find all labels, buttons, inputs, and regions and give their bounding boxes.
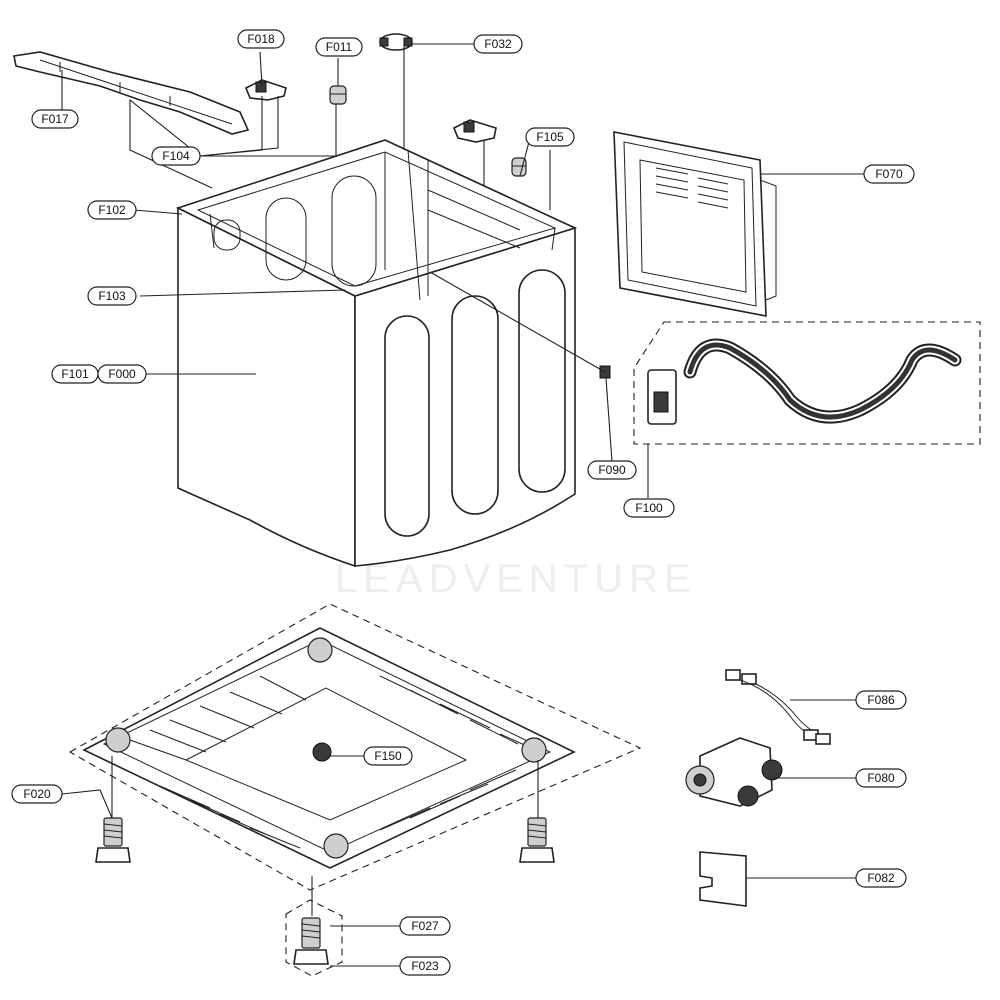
label-F070: F070 [863, 164, 915, 184]
label-text: F023 [411, 959, 439, 973]
label-F017: F017 [31, 109, 79, 129]
leveling-foot-right [519, 817, 555, 863]
hinge-part-rear [452, 119, 497, 143]
base-frame-part [68, 603, 642, 891]
label-text: F086 [867, 693, 895, 707]
bracket-plate-part [699, 851, 747, 907]
wire-harness-part [725, 669, 831, 745]
label-text: F104 [162, 149, 190, 163]
label-F080: F080 [855, 768, 907, 788]
leader-lines [61, 43, 864, 967]
watermark-text: LEADVENTURE [335, 557, 697, 601]
label-text: F032 [484, 37, 512, 51]
bumper-part-rear [511, 157, 527, 177]
label-F011: F011 [315, 37, 363, 57]
label-text: F018 [247, 32, 275, 46]
hinge-part [244, 79, 287, 101]
label-F101: F101 [51, 364, 99, 384]
bumper-part [329, 85, 347, 105]
label-text: F070 [875, 167, 903, 181]
label-text: F101 [61, 367, 89, 381]
label-F102: F102 [87, 200, 137, 220]
label-text: F000 [108, 367, 136, 381]
label-F100: F100 [623, 498, 675, 518]
label-text: F020 [23, 787, 51, 801]
label-text: F082 [867, 871, 895, 885]
label-F032: F032 [473, 34, 523, 54]
leveling-foot-spare [285, 899, 343, 977]
label-F000: F000 [97, 364, 147, 384]
label-F104: F104 [151, 146, 201, 166]
label-text: F100 [635, 501, 663, 515]
label-F103: F103 [87, 286, 137, 306]
label-text: F105 [536, 130, 564, 144]
label-F027: F027 [399, 916, 451, 936]
label-F082: F082 [855, 868, 907, 888]
top-bracket-part [13, 51, 250, 135]
label-text: F103 [98, 289, 126, 303]
label-F105: F105 [525, 127, 575, 147]
label-F150: F150 [363, 746, 413, 766]
label-F020: F020 [11, 784, 63, 804]
label-F086: F086 [855, 690, 907, 710]
label-text: F080 [867, 771, 895, 785]
label-F018: F018 [237, 29, 285, 49]
rear-panel-part [613, 131, 777, 317]
leveling-foot-left [95, 817, 131, 863]
label-F090: F090 [587, 460, 637, 480]
cabinet-part [175, 139, 578, 568]
label-text: F011 [326, 40, 353, 54]
clamp-part [379, 33, 413, 51]
label-text: F027 [411, 919, 439, 933]
label-text: F090 [598, 463, 626, 477]
hose-assembly-part [633, 321, 981, 445]
label-text: F102 [98, 203, 126, 217]
label-text: F017 [41, 112, 69, 126]
label-F023: F023 [399, 956, 451, 976]
label-text: F150 [374, 749, 402, 763]
drain-pump-part [685, 737, 783, 807]
